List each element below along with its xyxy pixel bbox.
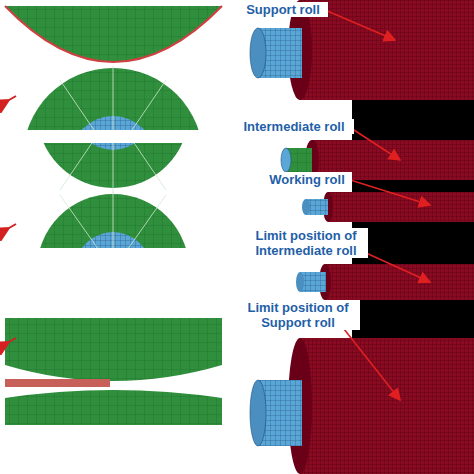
pointer-arrows — [9, 96, 16, 342]
leader-arrow — [324, 10, 395, 41]
lower-roll-section — [5, 390, 222, 425]
leader-arrow — [349, 180, 430, 206]
upper-roll-section — [37, 143, 189, 193]
contact-surface — [5, 6, 222, 62]
strip — [5, 379, 110, 387]
working-roll — [302, 192, 474, 222]
upper-roll-section — [5, 6, 222, 62]
leader-arrow — [361, 251, 430, 283]
leader-arrow — [339, 323, 400, 401]
lower-roll-section — [37, 192, 189, 248]
limit-support-roll — [250, 338, 474, 474]
part-label: Support roll — [238, 2, 328, 17]
part-label: Intermediate roll — [234, 119, 354, 134]
label-holder: Limit position of Intermediate roll — [244, 228, 368, 258]
limit-intermediate-roll — [296, 264, 474, 300]
part-label: Limit position of Support roll — [236, 300, 360, 330]
label-holder: Limit position of Support roll — [236, 300, 360, 330]
lower-roll-section — [23, 66, 203, 130]
label-holder: Support roll — [238, 2, 328, 17]
leader-arrow — [349, 127, 400, 161]
part-label: Limit position of Intermediate roll — [244, 228, 368, 258]
part-label: Working roll — [262, 172, 352, 187]
label-holder: Working roll — [262, 172, 352, 187]
upper-roll-section — [5, 318, 222, 381]
label-holder: Intermediate roll — [234, 119, 354, 134]
